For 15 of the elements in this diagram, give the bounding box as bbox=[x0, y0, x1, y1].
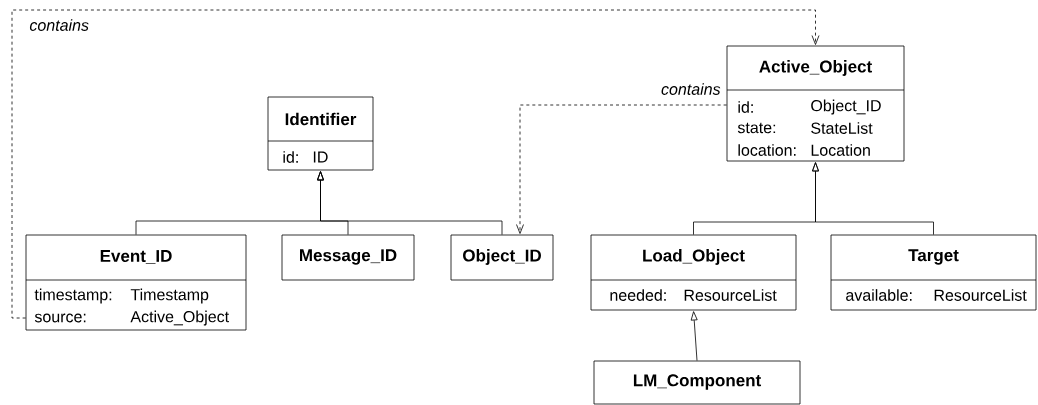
edge-label: contains bbox=[28, 18, 90, 32]
dependency-arrow bbox=[516, 104, 727, 234]
generalization-arrow bbox=[317, 171, 503, 235]
class-box: Identifier id: ID bbox=[267, 96, 374, 171]
class-box: Event_ID timestamp: Timestamp source: Active_Object bbox=[25, 234, 247, 331]
generalization-arrow bbox=[812, 162, 934, 235]
class-box: Active_Object id: Object_ID state: StateList location: Location bbox=[726, 45, 905, 162]
class-box: Object_ID bbox=[450, 234, 554, 281]
class-box: LM_Component bbox=[593, 360, 801, 405]
dependency-arrow bbox=[11, 9, 820, 319]
class-box: Load_Object needed: ResourceList bbox=[590, 234, 797, 311]
class-box: Message_ID bbox=[281, 234, 415, 281]
generalization-arrow bbox=[690, 311, 698, 361]
class-box: Target available: ResourceList bbox=[830, 234, 1037, 311]
edge-label: contains bbox=[660, 82, 722, 96]
